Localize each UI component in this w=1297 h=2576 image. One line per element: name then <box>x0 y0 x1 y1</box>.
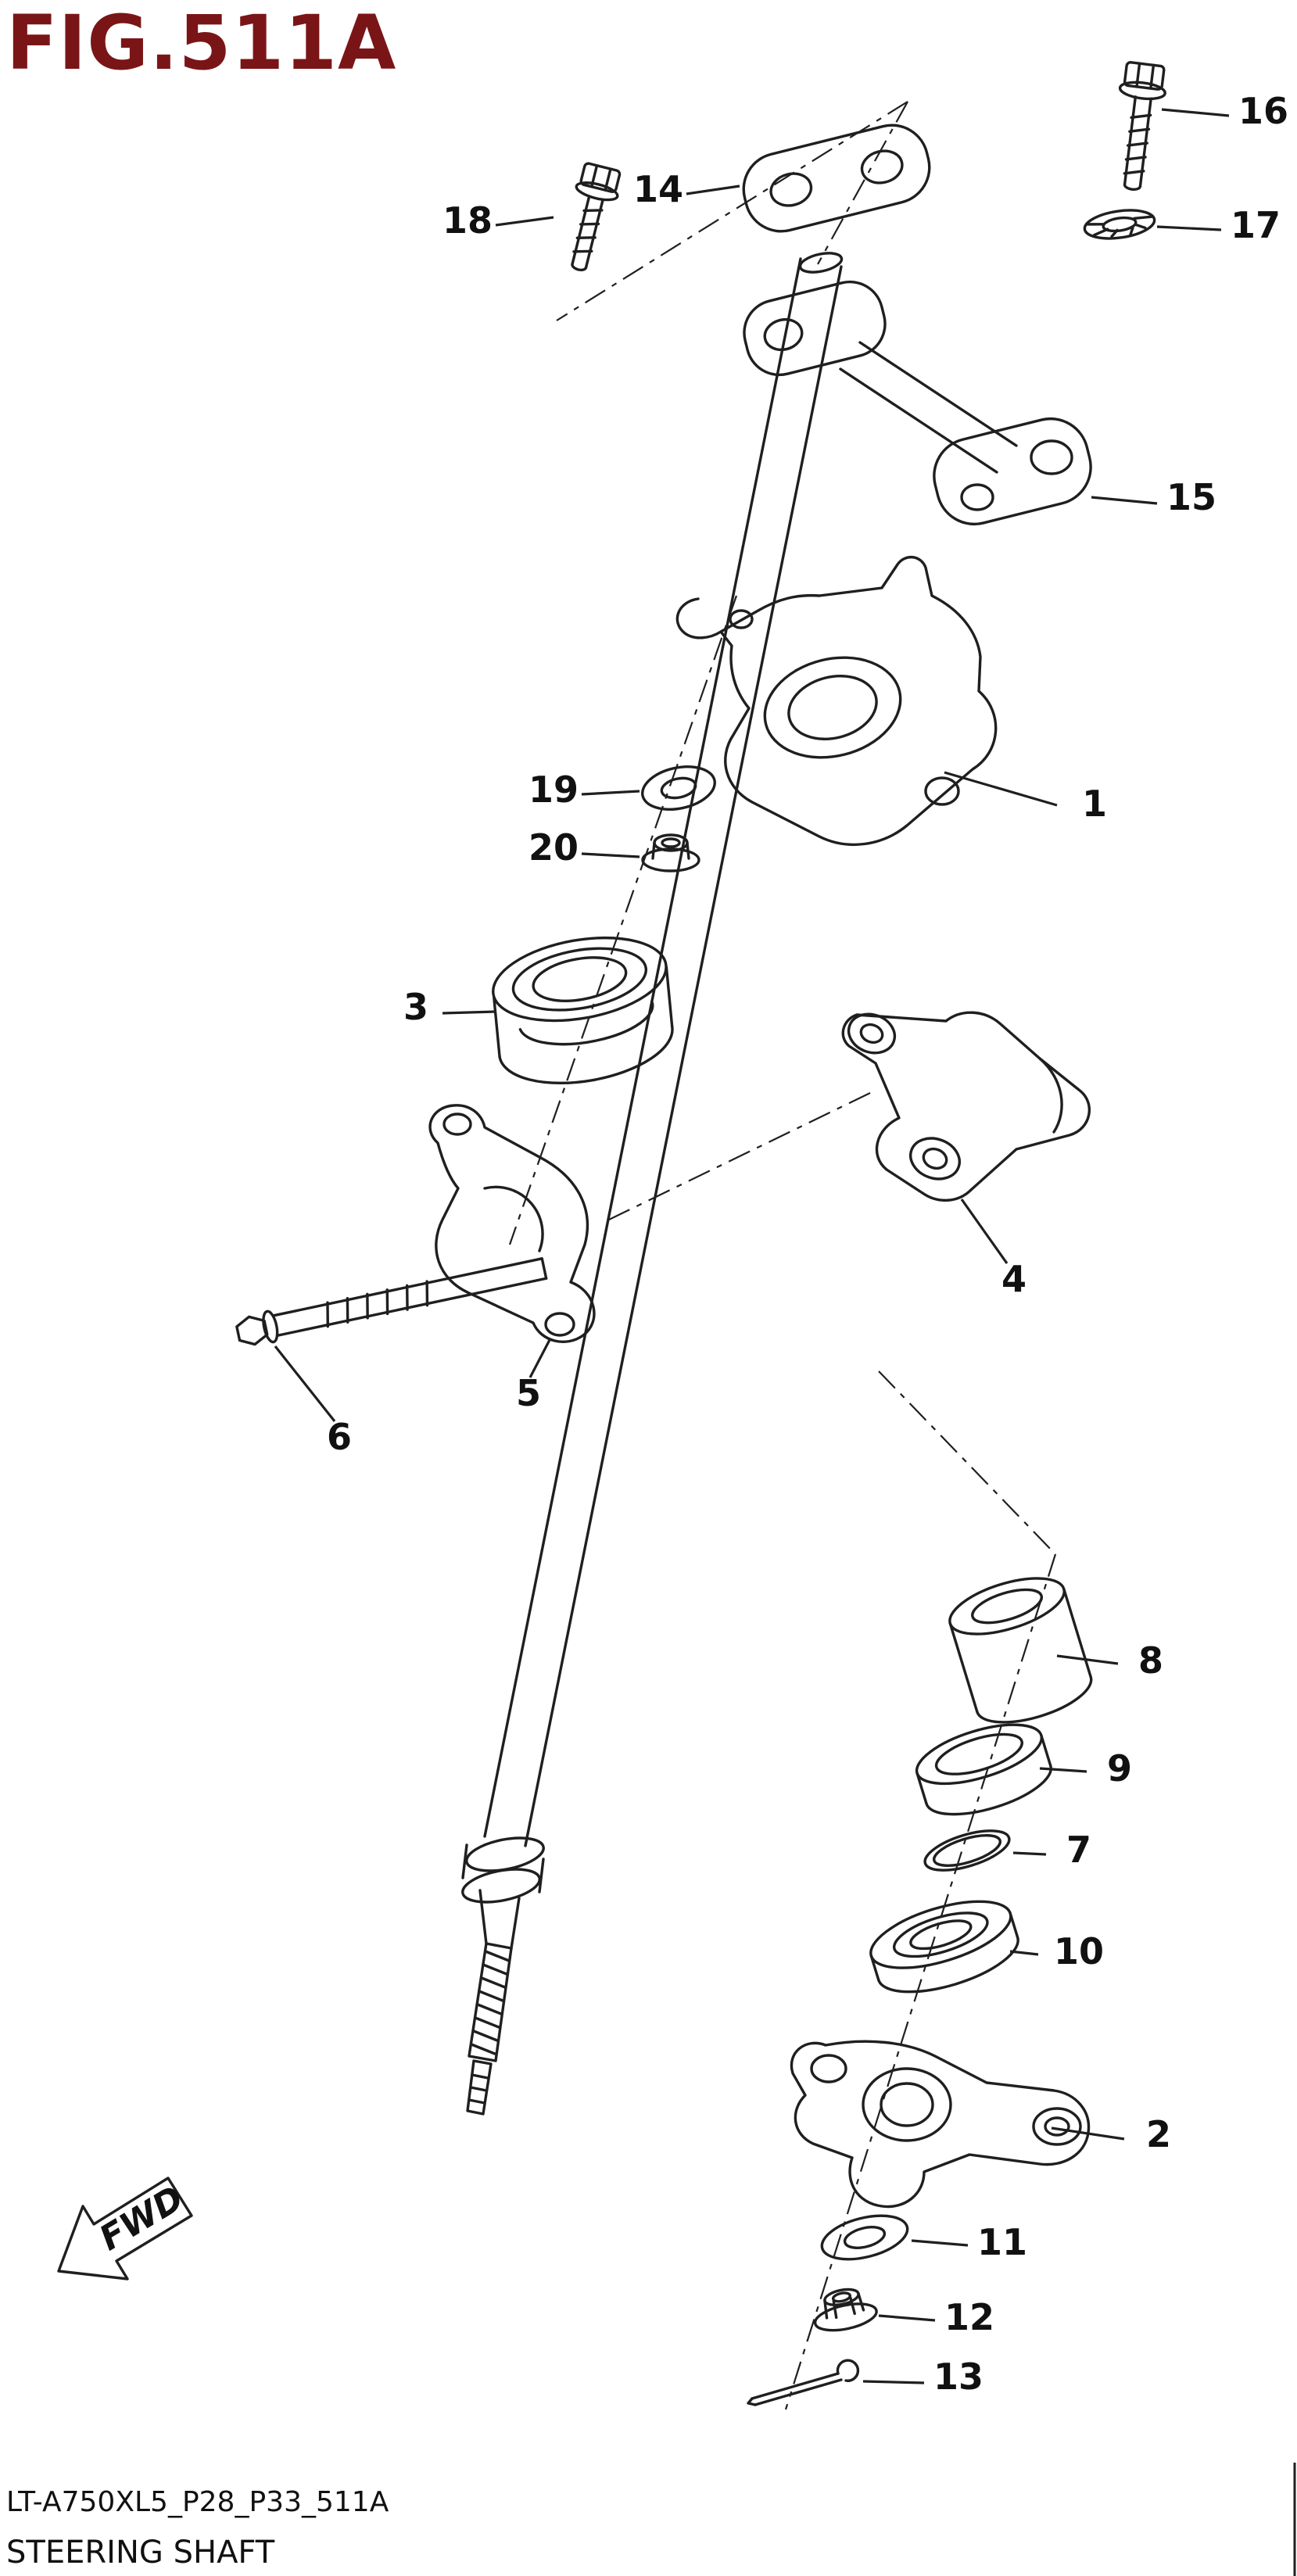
footer-part-code: LT-A750XL5_P28_P33_511A <box>6 2486 389 2518</box>
part-12-nut-drawing <box>813 2288 878 2332</box>
part-number-5: 5 <box>516 1372 541 1414</box>
part-16-bolt-drawing <box>1118 61 1166 191</box>
part-15-handlebar-holder-drawing <box>743 280 1092 526</box>
part-number-6: 6 <box>327 1416 352 1458</box>
part-number-20: 20 <box>528 826 579 869</box>
leader-line-part-7 <box>1012 1851 1047 1856</box>
part-number-16: 16 <box>1238 90 1288 132</box>
leader-line-part-9 <box>1039 1767 1087 1773</box>
part-number-13: 13 <box>933 2356 983 2398</box>
part-number-19: 19 <box>528 769 579 811</box>
leader-line-part-6 <box>274 1345 336 1422</box>
part-number-8: 8 <box>1138 1639 1163 1682</box>
part-18-bolt-drawing <box>571 162 622 271</box>
part-14-upper-clamp-drawing <box>742 124 931 233</box>
part-number-10: 10 <box>1054 1930 1104 1972</box>
part-number-9: 9 <box>1107 1747 1132 1790</box>
part-13-cotter-pin-drawing <box>747 2359 860 2406</box>
leader-line-part-3 <box>442 1010 496 1015</box>
part-5-clamp-drawing <box>428 1104 596 1343</box>
part-number-18: 18 <box>442 199 493 242</box>
part-7-oring-drawing <box>923 1829 1011 1872</box>
part-19-washer-drawing <box>641 765 716 811</box>
part-1-upper-bracket-drawing <box>675 556 998 846</box>
part-number-12: 12 <box>944 2296 994 2338</box>
part-11-washer-drawing <box>820 2214 909 2261</box>
leader-line-part-18 <box>495 216 554 227</box>
figure-title: FIG.511A <box>6 0 396 87</box>
leader-line-part-14 <box>686 185 740 195</box>
leader-line-part-1 <box>944 771 1058 807</box>
centerlines <box>508 101 1057 2410</box>
leader-line-part-10 <box>1009 1950 1039 1956</box>
part-number-15: 15 <box>1166 476 1216 518</box>
part-number-14: 14 <box>633 168 683 210</box>
leader-line-part-2 <box>1051 2126 1125 2141</box>
part-6-bolt-drawing <box>235 1257 548 1346</box>
part-number-7: 7 <box>1066 1829 1091 1871</box>
part-number-1: 1 <box>1082 783 1107 825</box>
leader-line-part-15 <box>1091 496 1158 505</box>
leader-line-part-20 <box>581 852 640 858</box>
leader-line-part-17 <box>1156 225 1222 231</box>
leader-line-part-19 <box>581 790 640 796</box>
leader-line-part-13 <box>862 2380 925 2384</box>
part-number-11: 11 <box>977 2221 1027 2263</box>
leader-line-part-12 <box>878 2314 936 2322</box>
part-number-4: 4 <box>1001 1258 1026 1300</box>
part-8-bushing-drawing <box>948 1577 1093 1724</box>
part-2-steering-arm-drawing <box>790 2040 1091 2209</box>
part-4-shaft-holder-drawing <box>841 1011 1091 1202</box>
leader-line-part-8 <box>1056 1654 1119 1665</box>
part-number-2: 2 <box>1146 2113 1171 2155</box>
leader-line-part-5 <box>528 1338 552 1378</box>
part-17-washer-drawing <box>1083 209 1156 240</box>
part-9-ring-drawing <box>915 1723 1052 1816</box>
fwd-direction-arrow: FWD <box>57 2177 193 2280</box>
part-10-dust-seal-drawing <box>869 1900 1019 1994</box>
steering-shaft-tube-drawing <box>461 252 844 2116</box>
part-3-bushing-drawing <box>492 936 674 1085</box>
part-number-3: 3 <box>403 986 428 1028</box>
leader-line-part-4 <box>960 1198 1009 1264</box>
footer-figure-name: STEERING SHAFT <box>6 2535 275 2571</box>
part-20-nut-drawing <box>641 833 700 872</box>
part-number-17: 17 <box>1231 204 1281 246</box>
leader-line-part-16 <box>1161 108 1230 117</box>
leader-line-part-11 <box>911 2239 969 2247</box>
